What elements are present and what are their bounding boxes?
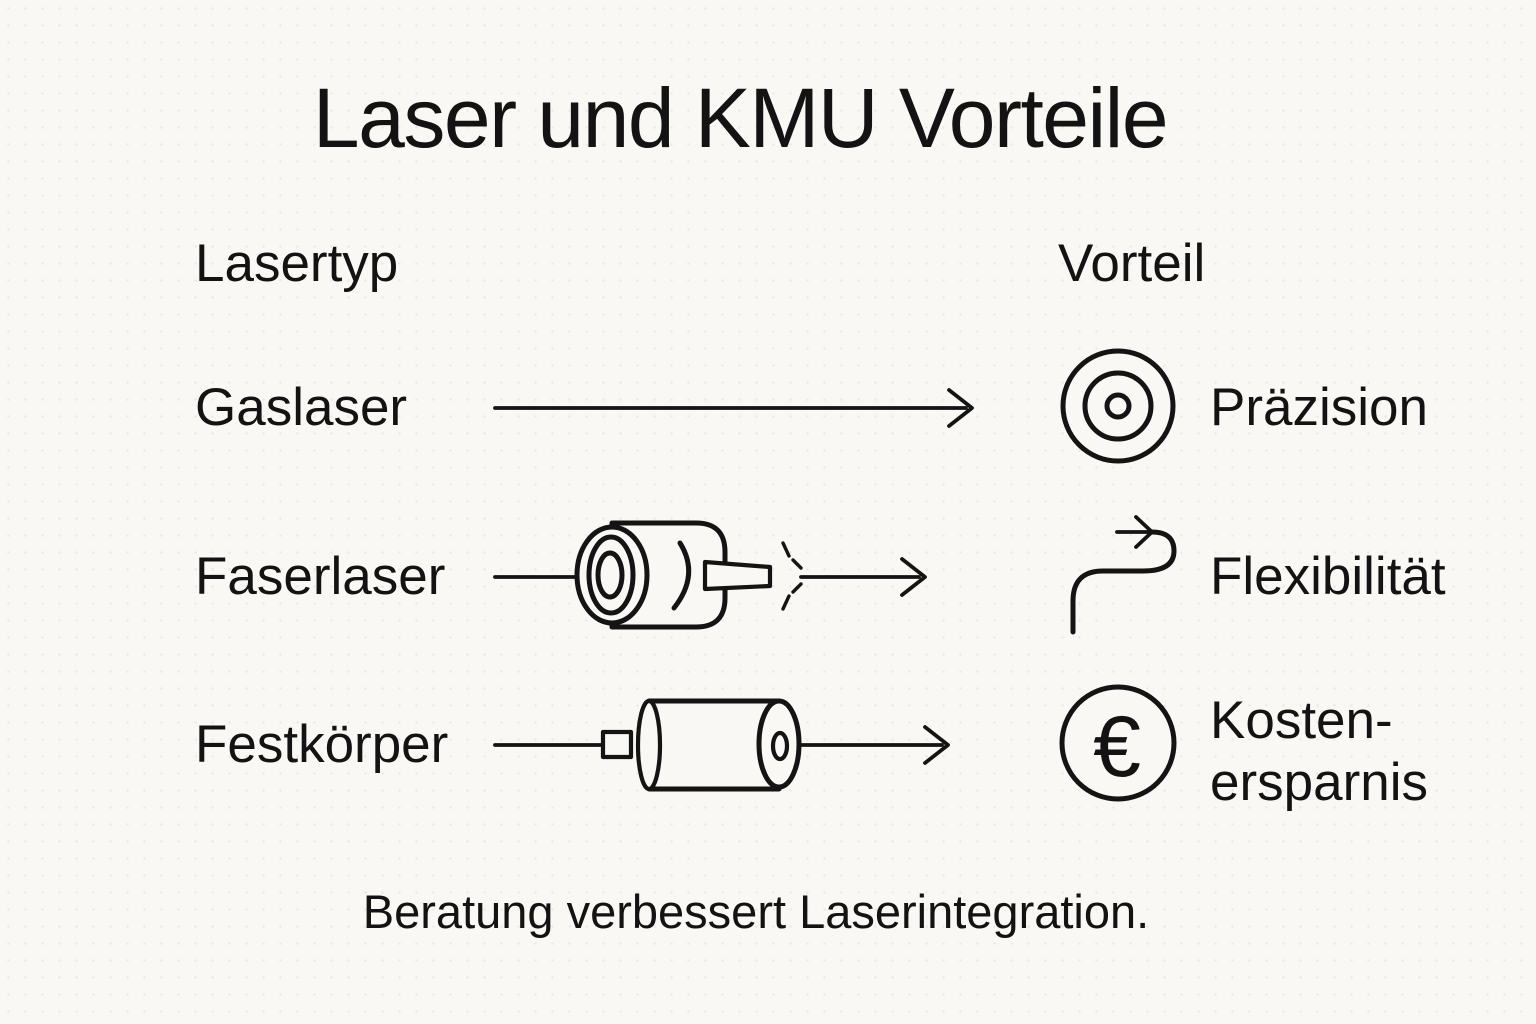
- connector-block: [600, 729, 634, 760]
- spark-line: [791, 582, 803, 594]
- target-outer-circle: [1060, 348, 1176, 464]
- euro-coin-icon: €: [1059, 684, 1177, 802]
- benefit-line-2: ersparnis: [1210, 753, 1428, 812]
- cylinder-aperture: [770, 730, 790, 762]
- benefit-label-kostenersparnis: Kosten- ersparnis: [1210, 690, 1428, 814]
- target-middle-circle: [1082, 370, 1154, 442]
- cylinder-left-rim: [635, 698, 663, 792]
- nozzle: [702, 559, 773, 592]
- spark-lines: [781, 541, 803, 611]
- spark-line: [781, 594, 791, 611]
- curve-arrow-icon: [1070, 515, 1177, 635]
- coin-circle: [1059, 684, 1177, 802]
- laser-type-label-gaslaser: Gaslaser: [195, 378, 408, 437]
- drum-face-middle: [586, 534, 636, 616]
- drum-inner-rim-arc: [671, 540, 692, 611]
- benefit-label-praezision: Präzision: [1210, 378, 1428, 437]
- festkoerper-arrow: [799, 725, 950, 765]
- laser-type-label-festkoerper: Festkörper: [195, 715, 449, 774]
- spark-line: [791, 558, 803, 570]
- drum-face-inner: [595, 550, 625, 600]
- benefit-line-1: Kosten-: [1210, 691, 1393, 750]
- spark-line: [781, 541, 791, 558]
- laser-type-label-faserlaser: Faserlaser: [195, 547, 446, 606]
- column-header-lasertyp: Lasertyp: [195, 234, 399, 293]
- benefit-label-flexibilitaet: Flexibilität: [1210, 547, 1446, 606]
- target-inner-circle: [1104, 392, 1132, 420]
- arrow-head: [900, 557, 927, 597]
- faserlaser-arrow: [799, 557, 927, 597]
- euro-symbol: €: [1093, 699, 1141, 795]
- target-icon: [1060, 348, 1176, 464]
- page-title: Laser und KMU Vorteile: [312, 71, 1169, 165]
- column-header-vorteil: Vorteil: [1058, 234, 1206, 293]
- footer-note: Beratung verbessert Laserintegration.: [362, 885, 1150, 938]
- arrow-head: [947, 388, 974, 428]
- solid-state-laser-device-icon: [600, 698, 802, 792]
- fiber-laser-device-icon: [574, 520, 803, 630]
- gaslaser-arrow: [493, 388, 974, 428]
- curve-arrow-head: [1134, 515, 1154, 549]
- s-curve-path: [1070, 529, 1177, 635]
- arrow-head: [923, 725, 950, 765]
